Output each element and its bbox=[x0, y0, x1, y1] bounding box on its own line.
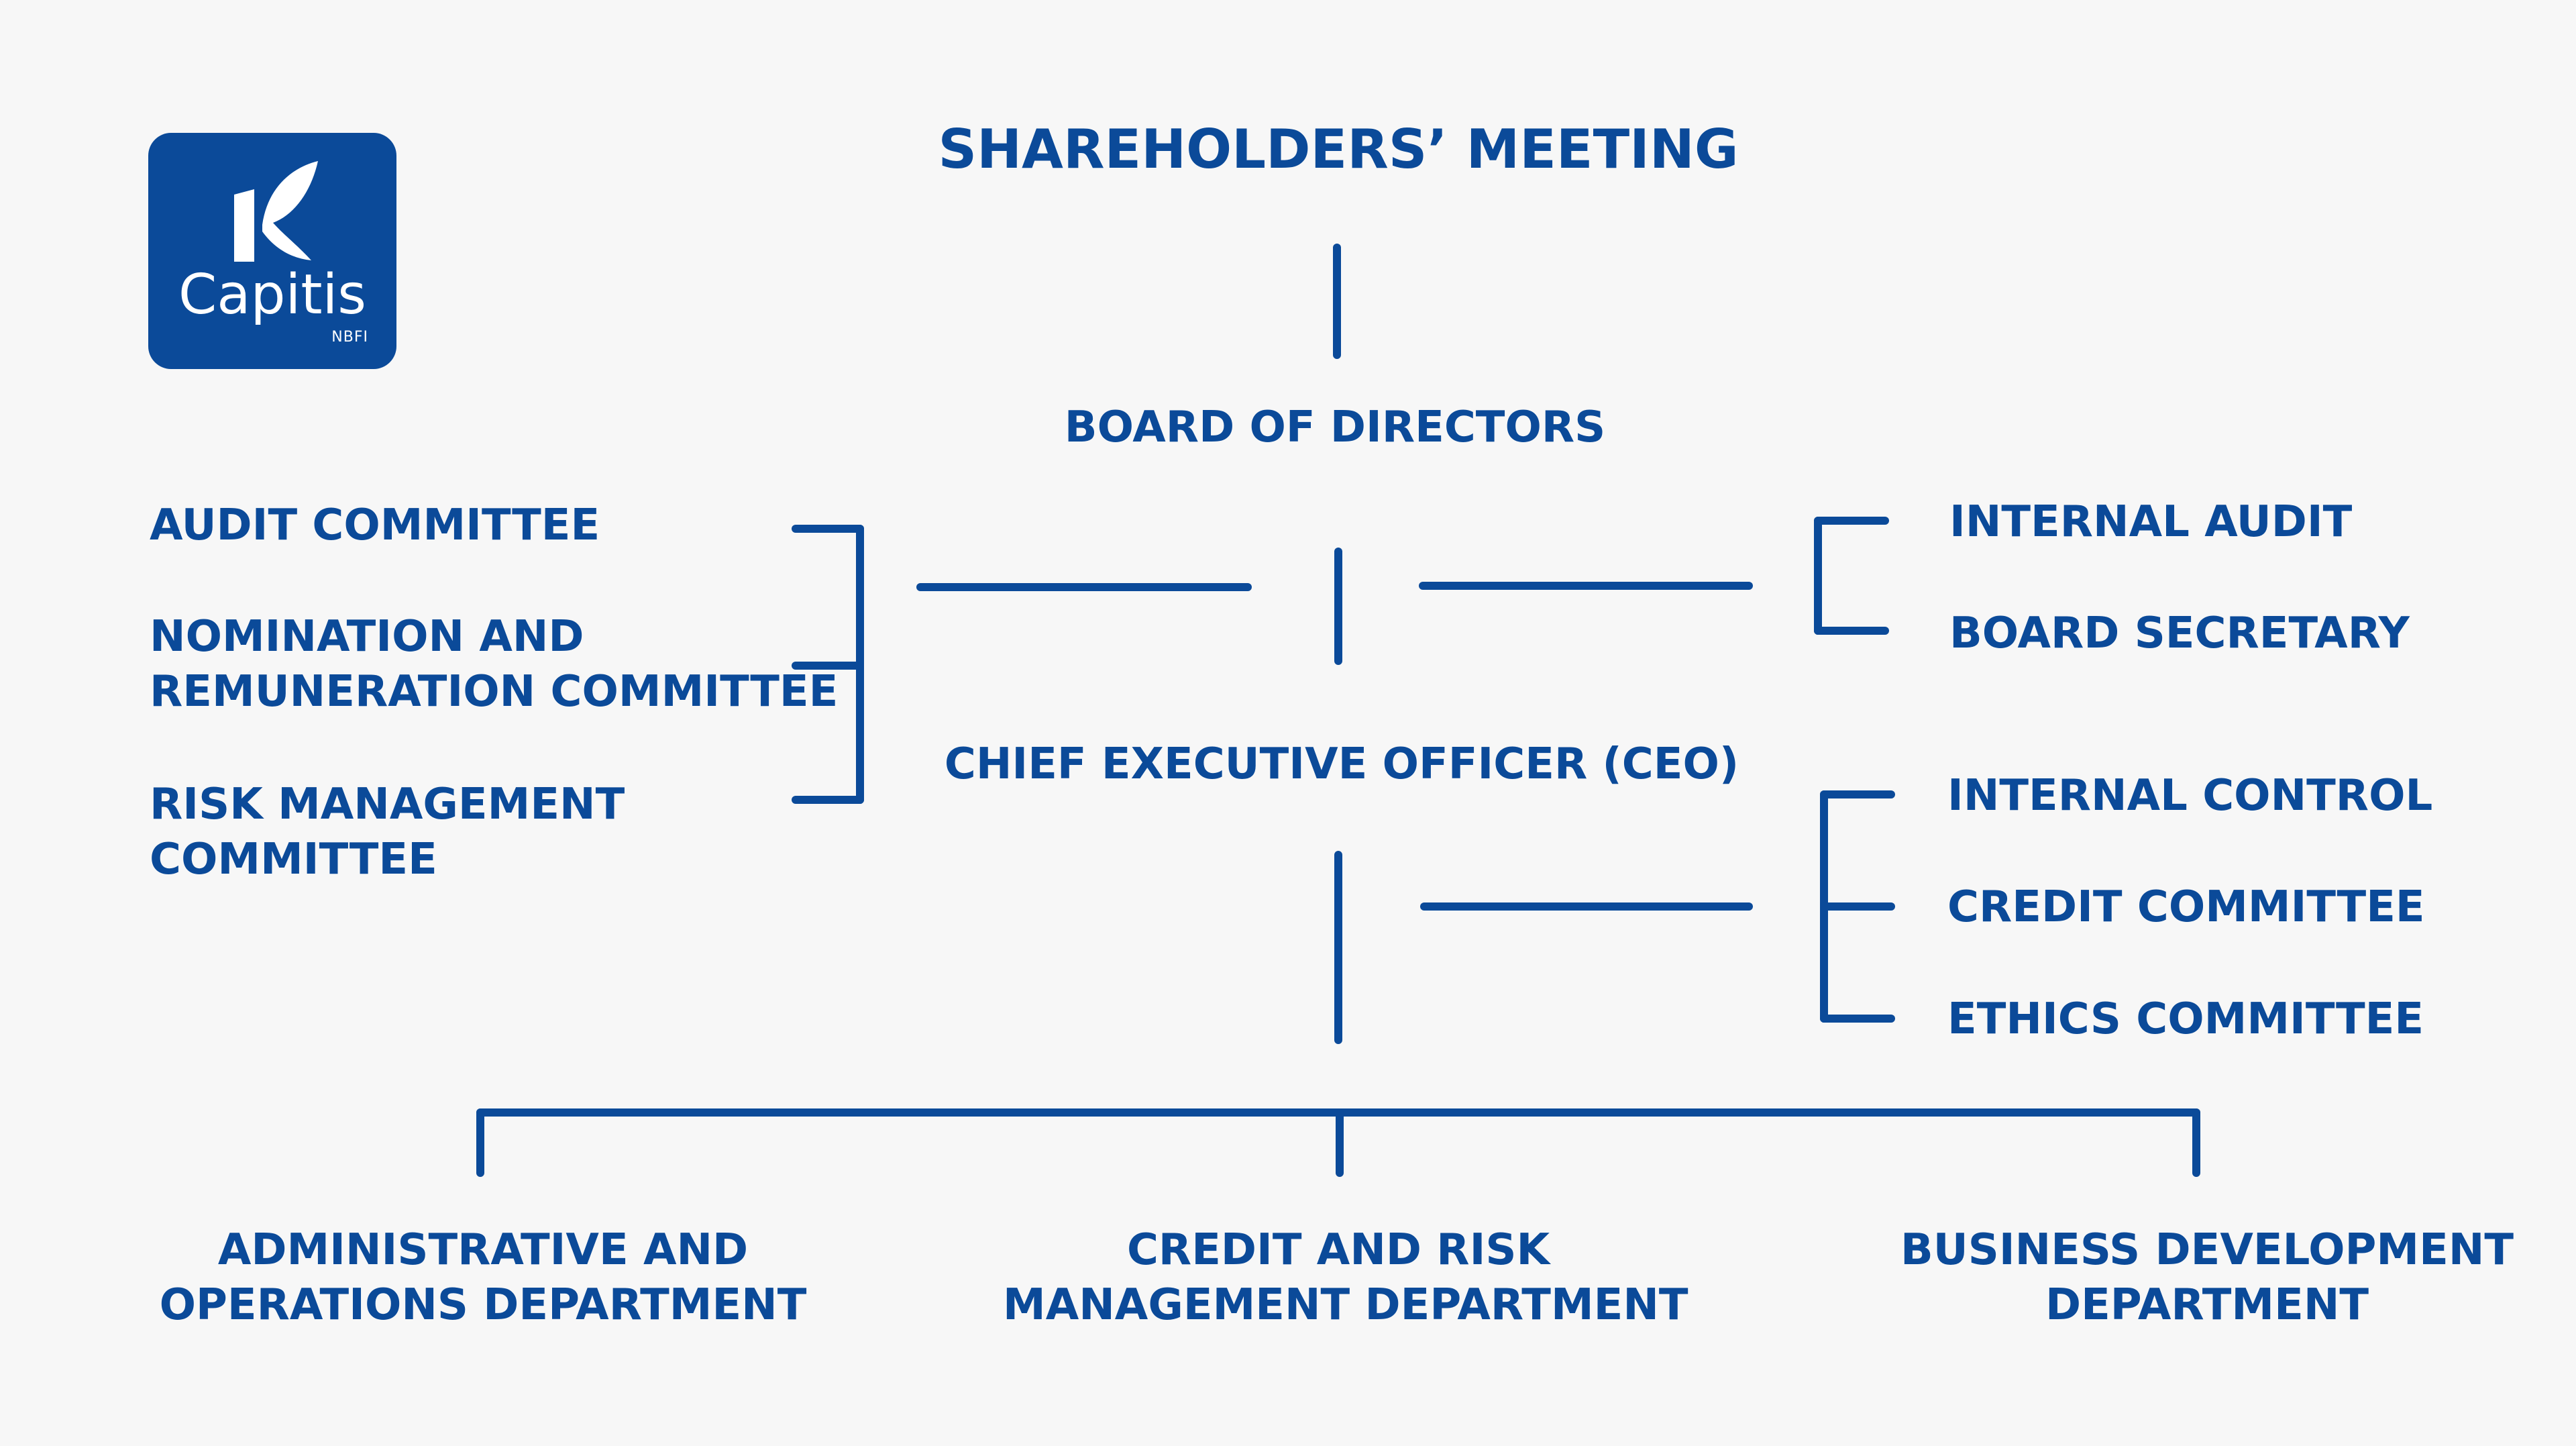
capitis-logo: Capitis NBFI bbox=[148, 133, 396, 369]
board-secretary-label: BOARD SECRETARY bbox=[1949, 609, 2410, 658]
credit-risk-department-label-line2: MANAGEMENT DEPARTMENT bbox=[1003, 1280, 1688, 1330]
business-department-label-line1: BUSINESS DEVELOPMENT bbox=[1900, 1225, 2514, 1275]
internal-control-label: INTERNAL CONTROL bbox=[1947, 771, 2433, 821]
connector-committees-center bbox=[916, 583, 1252, 591]
left-bracket-tick-risk bbox=[792, 796, 864, 804]
credit-risk-department-label-line1: CREDIT AND RISK bbox=[1126, 1225, 1550, 1275]
connector-ceo-control-units bbox=[1420, 902, 1753, 911]
risk-committee-label-line1: RISK MANAGEMENT bbox=[150, 780, 625, 829]
admin-department-label-line2: OPERATIONS DEPARTMENT bbox=[159, 1280, 807, 1330]
left-bracket-tick-audit bbox=[792, 525, 864, 533]
risk-committee-label-line2: COMMITTEE bbox=[150, 835, 437, 884]
right-lower-bracket-tick-control bbox=[1820, 790, 1895, 798]
connector-center-board-units bbox=[1419, 582, 1753, 590]
business-department-label-line2: DEPARTMENT bbox=[2045, 1280, 2369, 1330]
departments-tick-admin bbox=[476, 1108, 484, 1177]
right-lower-bracket-tick-credit bbox=[1820, 902, 1895, 911]
shareholders-meeting-label: SHAREHOLDERS’ MEETING bbox=[938, 118, 1739, 180]
right-upper-bracket-tick-secretary bbox=[1814, 627, 1889, 635]
internal-audit-label: INTERNAL AUDIT bbox=[1949, 497, 2353, 547]
connector-board-ceo bbox=[1334, 548, 1342, 665]
audit-committee-label: AUDIT COMMITTEE bbox=[150, 501, 600, 550]
right-upper-bracket-tick-audit bbox=[1814, 517, 1889, 525]
ceo-label: CHIEF EXECUTIVE OFFICER (CEO) bbox=[944, 739, 1739, 789]
logo-name: Capitis bbox=[178, 263, 366, 327]
right-upper-bracket-vertical bbox=[1814, 517, 1822, 635]
departments-tick-credit bbox=[1336, 1108, 1344, 1177]
connector-ceo-departments bbox=[1334, 851, 1342, 1044]
logo-subtitle: NBFI bbox=[331, 329, 368, 346]
connector-shareholders-board bbox=[1333, 244, 1341, 359]
ethics-committee-label: ETHICS COMMITTEE bbox=[1947, 994, 2424, 1044]
nomination-committee-label-line2: REMUNERATION COMMITTEE bbox=[150, 667, 839, 717]
left-bracket-tick-nomination bbox=[792, 662, 864, 670]
right-lower-bracket-tick-ethics bbox=[1820, 1015, 1895, 1023]
credit-committee-label: CREDIT COMMITTEE bbox=[1947, 882, 2425, 932]
admin-department-label-line1: ADMINISTRATIVE AND bbox=[217, 1225, 749, 1275]
capitis-leaf-icon bbox=[234, 161, 318, 262]
nomination-committee-label-line1: NOMINATION AND bbox=[150, 612, 584, 662]
board-of-directors-label: BOARD OF DIRECTORS bbox=[1064, 403, 1606, 452]
departments-tick-business bbox=[2192, 1108, 2200, 1177]
